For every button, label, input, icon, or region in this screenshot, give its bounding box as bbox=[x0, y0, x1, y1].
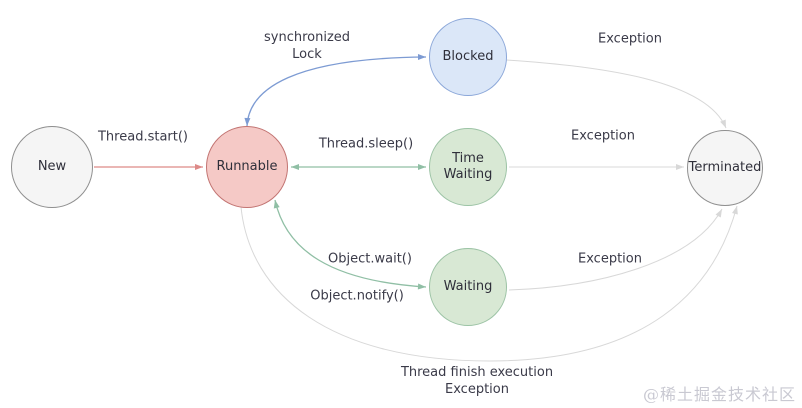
node-label-terminated: Terminated bbox=[688, 159, 762, 175]
edge-runnable-to-blocked bbox=[244, 54, 427, 127]
edge-waiting-to-terminated bbox=[508, 208, 723, 291]
node-label-blocked: Blocked bbox=[442, 48, 494, 64]
edge-label: Object.wait() bbox=[328, 251, 412, 267]
node-blocked: Blocked bbox=[429, 18, 507, 96]
edge-label: Exception bbox=[598, 31, 662, 47]
node-terminated: Terminated bbox=[687, 130, 763, 206]
edge-label: synchronized Lock bbox=[263, 30, 351, 62]
node-new: New bbox=[11, 126, 93, 208]
edge-label: Thread.sleep() bbox=[318, 136, 414, 152]
edge-label: Exception bbox=[578, 251, 642, 267]
watermark: @稀土掘金技术社区 bbox=[642, 385, 796, 404]
edge-label: Thread finish execution Exception bbox=[400, 365, 554, 397]
edge-label: Object.notify() bbox=[310, 288, 404, 304]
node-time-waiting: Time Waiting bbox=[429, 128, 507, 206]
node-waiting: Waiting bbox=[429, 248, 507, 326]
edge-blocked-to-terminated bbox=[506, 59, 727, 129]
edge-runnable-to-terminated bbox=[240, 205, 738, 362]
node-label-waiting: Waiting bbox=[443, 278, 493, 294]
node-runnable: Runnable bbox=[206, 126, 288, 208]
edge-label: Exception bbox=[571, 128, 635, 144]
node-label-runnable: Runnable bbox=[216, 158, 278, 174]
edge-runnable-to-waiting bbox=[273, 199, 427, 290]
node-label-time-waiting: Time Waiting bbox=[443, 150, 493, 182]
node-label-new: New bbox=[37, 158, 67, 174]
edge-label: Thread.start() bbox=[97, 129, 189, 145]
